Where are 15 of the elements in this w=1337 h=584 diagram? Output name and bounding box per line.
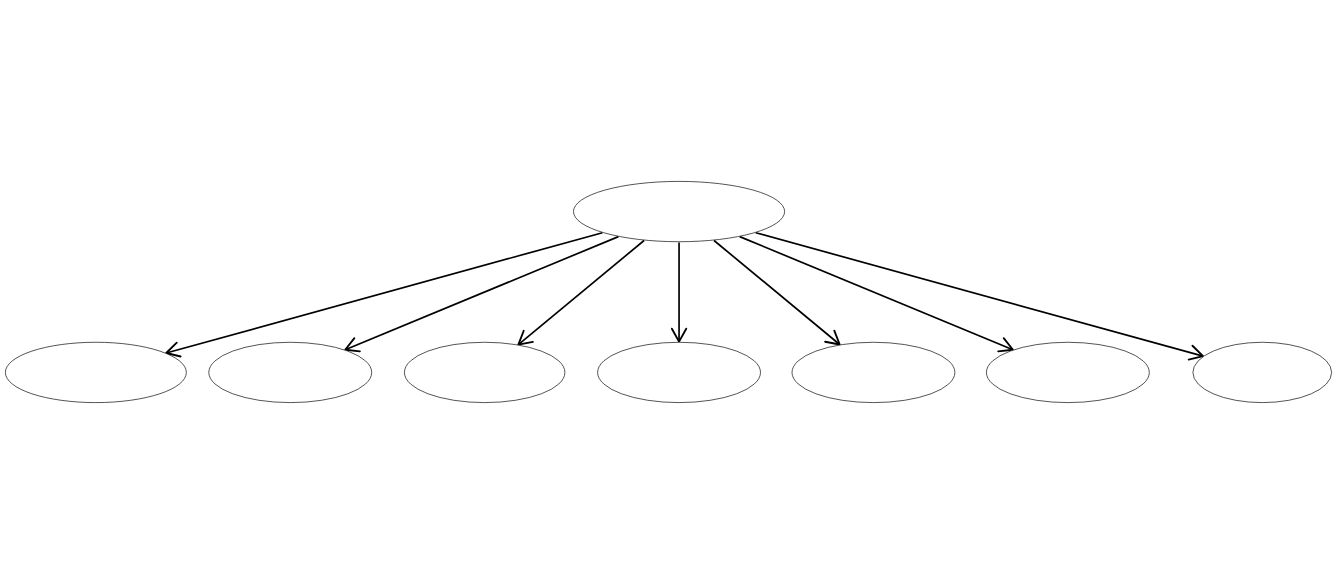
arrow: [713, 239, 841, 346]
arrow: [165, 231, 604, 358]
node-ellipse: [573, 181, 785, 243]
arrow: [738, 235, 1014, 353]
node-ellipse: [986, 341, 1150, 403]
node-ellipse: [404, 341, 566, 403]
arrow: [754, 231, 1204, 361]
node-ellipse: [1192, 341, 1332, 403]
node-ellipse: [5, 341, 187, 403]
arrow: [517, 239, 645, 346]
node-ellipse: [791, 341, 956, 403]
arrow: [670, 241, 688, 343]
arrow: [344, 235, 620, 353]
node-ellipse: [208, 341, 373, 403]
node-ellipse: [597, 341, 761, 403]
